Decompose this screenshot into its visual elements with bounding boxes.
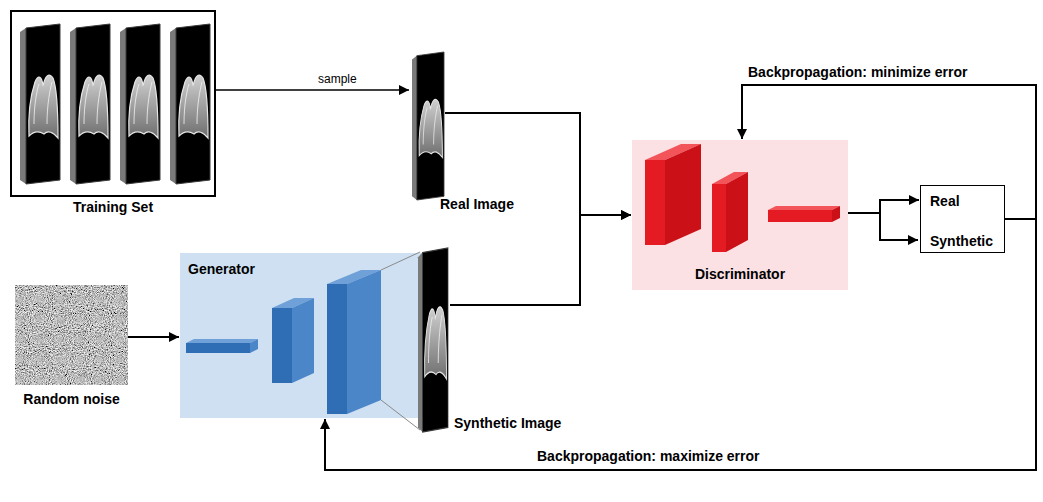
synthetic-image [418,248,448,432]
flow-arrow [216,89,409,91]
node-label: Synthetic Image [454,415,561,431]
projection-line [381,252,420,270]
real-image [412,52,444,200]
edge-label: Backpropagation: maximize error [537,448,760,464]
training-image [20,24,60,184]
node-label: Random noise [15,391,128,407]
edge-label: Backpropagation: minimize error [748,64,967,80]
generator-panel [180,253,427,418]
training-image [120,24,160,184]
node-label: Generator [188,261,255,277]
flow-arrow [450,215,631,305]
flow-arrow [848,200,919,213]
branch-arrow [880,213,918,240]
dataset-box: Training Set [10,10,216,197]
feedback-arrow [742,85,1036,219]
training-image [170,24,210,184]
projection-line [381,400,420,430]
discriminator-panel [632,140,848,290]
training-image [70,24,110,184]
node-label: Discriminator [632,266,848,282]
network-box: Generator [180,253,427,418]
output-label: Real [930,193,960,209]
generator-layers [186,270,381,414]
node-label: Training Set [12,199,214,215]
image-panel: Real Image [411,50,445,202]
output-label: Synthetic [930,233,993,249]
edge-label: sample [318,71,357,87]
noise-image [15,285,128,385]
feedback-arrow [325,219,1036,470]
node-label: Real Image [440,196,514,212]
output-box: RealSynthetic [920,185,1005,253]
noise-panel: Random noise [15,285,128,385]
flow-arrow [128,336,179,338]
network-box: Discriminator [632,140,848,290]
image-panel: Synthetic Image [418,246,450,434]
discriminator-layers [645,144,840,252]
